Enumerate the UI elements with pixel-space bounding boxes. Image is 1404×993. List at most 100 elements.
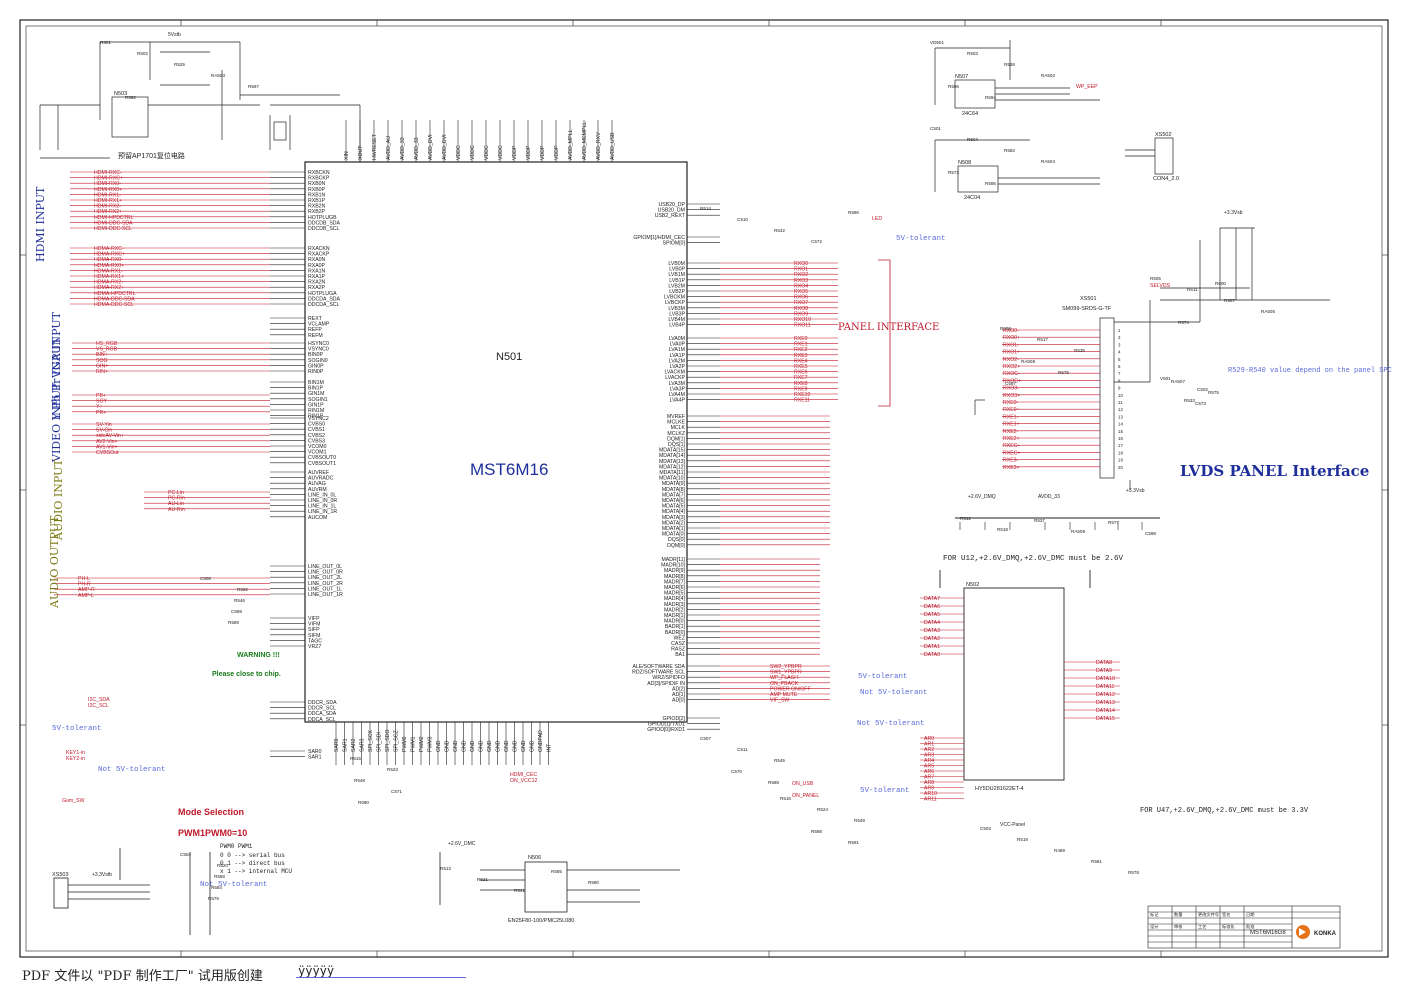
ddr-note-1: FOR U12,+2.6V_DMQ,+2.6V_DMC must be 2.6V (943, 555, 1124, 563)
chip-pin-label: SAR1 (308, 755, 322, 761)
chip-pin-label: GND (521, 740, 527, 752)
net-label: LED (872, 216, 882, 222)
component-ref: R581 (1091, 859, 1102, 864)
chip-pin-label: MDATA[1] (662, 526, 686, 532)
chip-pin-label: CVBS0 (308, 422, 325, 428)
component-ref: R545 (774, 758, 785, 763)
chip-pin-label: LVB1M (668, 272, 685, 278)
chip-pin-label: VDDP (554, 145, 560, 160)
net-label: RXOC- (1003, 371, 1020, 377)
chip-pin-label: MDATA[11] (659, 470, 685, 476)
net-label: HDMA-RX1+ (94, 274, 124, 280)
chip-pin-label: GND (436, 740, 442, 752)
chip-pin-label: LINE_OUT_0L (308, 564, 342, 570)
chip-pin-label: RIN0P (308, 369, 324, 375)
net-label: PC-Lin (168, 490, 184, 496)
title-block-cell: 签名 (1222, 911, 1230, 918)
chip-pin-label: VDDC (456, 145, 462, 160)
component-ref: R590 (358, 800, 369, 805)
n508-ref: N508 (958, 160, 971, 166)
chip-pin-label: VRZ7 (308, 644, 321, 650)
net-label: HDMA-RX0- (94, 257, 123, 263)
chip-pin-label: GIN1M (308, 391, 324, 397)
component-ref: C598 (1145, 531, 1156, 536)
component-ref: RA502 (1041, 73, 1055, 78)
chip-pin-label: MADR[8] (664, 574, 686, 580)
power-rail-label: 5Vstb (168, 32, 181, 38)
n507-part: 24C64 (962, 111, 978, 117)
title-block-cell: 标准化 (1222, 923, 1235, 930)
component-ref: R524 (817, 807, 828, 812)
chip-pin-label: RXA2N (308, 280, 326, 286)
chip-pin-label: HSYNC0 (308, 341, 329, 347)
chip-pin-label: DDCDB_SDA (308, 220, 341, 226)
flash-chip (439, 852, 680, 913)
component-ref: R584 (211, 885, 222, 890)
chip-pin-label: PWM0 (402, 736, 408, 752)
chip-pin-label: LINE_IN_0R (308, 498, 337, 504)
chip-pin-label: GND (445, 740, 451, 752)
reset-note: 预留AP1701复位电路 (118, 151, 185, 160)
chip-pin-label: AUVREF (308, 470, 329, 476)
title-block-cell: 标记 (1150, 911, 1159, 918)
net-label: HDMA-RXC+ (94, 252, 125, 258)
panel-bracket (878, 259, 891, 407)
chip-pin-label: LINE_IN_1R (308, 509, 337, 515)
chip-pin-label: GND (462, 740, 468, 752)
chip-pin-label: GIN0P (308, 363, 324, 369)
chip-pin-label: RXA1N (308, 268, 326, 274)
chip-pin-label: BIN1M (308, 380, 324, 386)
chip-pin-label: AVDD_MEMPLL (582, 122, 588, 160)
chip-pin-label: LINE_IN_0L (308, 492, 336, 498)
component-ref: RA509 (1071, 529, 1085, 534)
chip-pin-label: LVB3P (669, 311, 685, 317)
chip-pin-label: XOUT (358, 145, 364, 160)
chip-pin-label: DDCDA_SCL (308, 302, 340, 308)
v5-note-1: 5V-tolerant (896, 235, 946, 243)
net-label: RXE2- (1003, 429, 1019, 435)
chip-pin-label: REXT (308, 316, 323, 322)
n508-part: 24C04 (964, 195, 980, 201)
chip-pin-label: SIFP (308, 627, 320, 633)
component-ref: R517 (1037, 337, 1048, 342)
net-label: RXO7 (794, 300, 808, 306)
section-hdmi: HDMI INPUT (34, 186, 47, 262)
net-label: PH-L (78, 576, 90, 582)
chip-pin-label: MCLKE (667, 420, 685, 426)
chip-pin-label: GND (504, 740, 510, 752)
flash-part: EN25F80-100/PMC25L080 (508, 918, 574, 924)
chip-pin-label: DQM[0] (667, 543, 685, 549)
net-label: SW1_YPBPR (770, 670, 802, 676)
net-label: Y+ (96, 404, 103, 410)
chip-name: MST6M16 (470, 460, 548, 479)
net-label: PB+ (96, 393, 106, 399)
chip-pin-label: MDATA[3] (662, 515, 686, 521)
chip-pin-label: RDZ/SOFTWARE SCL (632, 670, 685, 676)
net-label: DATA6 (924, 604, 940, 610)
net-label: SW2_YPBPR (770, 664, 802, 670)
component-ref: R591 (848, 840, 859, 845)
chip-pin-label: SOGIN0 (308, 358, 328, 364)
net-label: AR2 (924, 747, 934, 753)
chip-pin-label: LVB1P (669, 278, 685, 284)
net-label: RXO3+ (1003, 393, 1020, 399)
chip-pin-label: DDCA_SDA (308, 711, 337, 717)
net-label: BIN+ (96, 352, 108, 358)
component-ref: C502 (1197, 387, 1208, 392)
component-ref: R519 (1017, 837, 1028, 842)
xs503-connector (53, 848, 211, 935)
chip-pin-label: CVBS2 (308, 433, 325, 439)
chip-pin-label: PWM3 (428, 736, 434, 752)
power-rail-label: VCC-Panel (1000, 822, 1025, 828)
chip-pin-label: REFP (308, 327, 322, 333)
panel-value-note: R529-R540 value depend on the panel SPC (1228, 367, 1392, 375)
chip-pin-label: GND (513, 740, 519, 752)
net-label: HDMA-DDC-SCL (94, 302, 134, 308)
chip-pin-label: DQS[0] (668, 537, 686, 543)
chip-pin-label: AUVRM (308, 487, 327, 493)
net-label: SV-Cin (96, 428, 112, 434)
chip-pin-label: BIN1P (308, 386, 324, 392)
